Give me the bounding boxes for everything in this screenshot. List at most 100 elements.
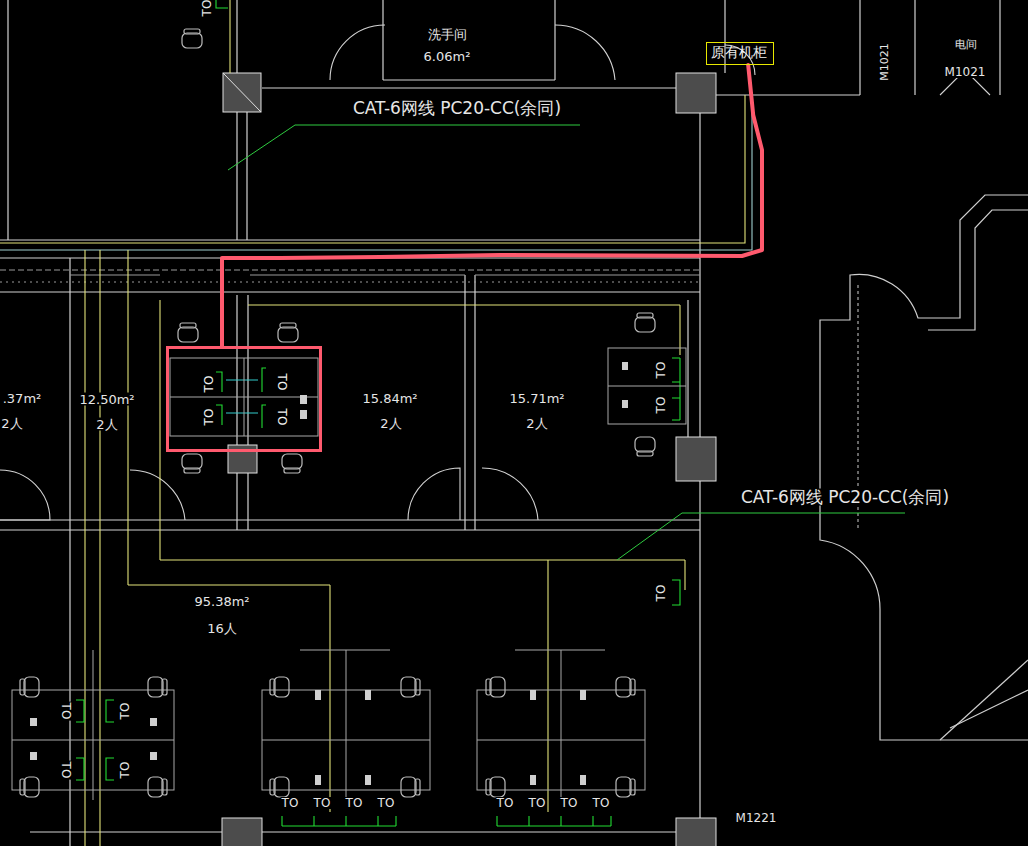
chairs-part bbox=[401, 677, 420, 697]
chairs-part bbox=[616, 777, 635, 797]
cable-routes-part bbox=[684, 560, 685, 590]
desks-part bbox=[477, 740, 645, 741]
desk-items-part bbox=[530, 775, 536, 785]
area-value: 12.50m² bbox=[78, 393, 135, 406]
ceiling-band-part bbox=[0, 270, 700, 271]
chairs-part bbox=[282, 454, 302, 473]
chairs-part bbox=[635, 437, 655, 456]
wall-lines-part bbox=[699, 481, 700, 818]
cable-routes-part bbox=[547, 560, 548, 812]
wall-lines-part bbox=[914, 0, 915, 95]
leader-lines-part bbox=[228, 125, 580, 170]
chairs-part bbox=[635, 313, 655, 332]
room-name: 洗手间 bbox=[427, 28, 468, 41]
desk-items-part bbox=[622, 400, 628, 408]
wall-lines-part bbox=[554, 0, 555, 80]
outlet-label: TO bbox=[528, 797, 547, 809]
desks-part bbox=[608, 348, 686, 424]
ceiling-band-part bbox=[475, 275, 700, 276]
outlet-label: TO bbox=[203, 409, 215, 426]
desk-items-part bbox=[365, 775, 371, 785]
cable-routes-part bbox=[128, 584, 330, 585]
door-arcs bbox=[0, 25, 990, 520]
wall-lines-part bbox=[262, 87, 676, 88]
outlet-brackets-part bbox=[216, 0, 228, 8]
wall-lines-part bbox=[724, 0, 725, 73]
wall-lines-part bbox=[474, 275, 475, 530]
wall-lines-part bbox=[236, 0, 237, 240]
outlet-label: TO bbox=[655, 361, 667, 380]
outlet-label: TO bbox=[345, 797, 364, 809]
desk-items-part bbox=[315, 690, 321, 700]
wall-lines bbox=[0, 0, 1000, 846]
door-arcs-part bbox=[130, 470, 185, 520]
outlet-label: TO bbox=[276, 374, 288, 391]
chairs-part bbox=[486, 777, 505, 797]
occupancy: 2人 bbox=[525, 417, 548, 430]
outlet-label: TO bbox=[201, 0, 213, 17]
door-code: M1221 bbox=[735, 812, 778, 824]
chairs-part bbox=[616, 677, 635, 697]
area-value: 95.38m² bbox=[193, 595, 250, 608]
desk-items-part bbox=[530, 690, 536, 700]
wall-lines-part bbox=[859, 0, 860, 95]
area-value: 15.84m² bbox=[361, 392, 418, 405]
door-arcs-part bbox=[330, 25, 385, 80]
cable-routes-part bbox=[248, 304, 680, 305]
chairs-part bbox=[148, 777, 167, 797]
cable-routes-part bbox=[99, 250, 100, 846]
wall-lines-part bbox=[383, 79, 555, 80]
wall-lines-part bbox=[0, 529, 700, 530]
occupancy: 2人 bbox=[0, 417, 23, 430]
occupancy: 2人 bbox=[379, 417, 402, 430]
outlet-label: TO bbox=[281, 797, 300, 809]
desks-part bbox=[12, 740, 174, 741]
desk-items-part bbox=[300, 410, 307, 419]
columns-part bbox=[676, 73, 716, 113]
door-arcs-part bbox=[482, 468, 538, 520]
outlet-brackets-part bbox=[497, 816, 611, 826]
columns-part bbox=[676, 437, 716, 481]
wall-lines-part bbox=[382, 0, 383, 80]
desks-part bbox=[262, 740, 430, 741]
door-code: M1021 bbox=[879, 42, 890, 82]
building-outline-part bbox=[928, 210, 1028, 330]
desk-items-part bbox=[580, 775, 586, 785]
outlet-label: TO bbox=[655, 584, 667, 603]
node-label: 原有机柜 bbox=[711, 45, 769, 60]
chairs-part bbox=[148, 677, 167, 697]
chairs-part bbox=[182, 29, 202, 48]
chairs-part bbox=[270, 677, 289, 697]
desk-items-part bbox=[30, 718, 37, 726]
wall-lines-part bbox=[716, 94, 860, 95]
wall-lines-part bbox=[246, 112, 247, 240]
occupancy: 16人 bbox=[206, 622, 238, 635]
door-arcs-part bbox=[0, 470, 50, 520]
chairs-part bbox=[486, 677, 505, 697]
building-outline bbox=[820, 195, 1028, 740]
desk-items-part bbox=[300, 395, 307, 404]
columns-part bbox=[223, 73, 261, 112]
occupancy: 2人 bbox=[95, 418, 118, 431]
cable-routes-part bbox=[0, 95, 745, 243]
desk-items-part bbox=[30, 752, 37, 760]
desks-part bbox=[608, 386, 686, 387]
ceiling-band-part bbox=[250, 275, 465, 276]
outlet-label: TO bbox=[276, 409, 288, 426]
building-outline-part bbox=[940, 660, 1028, 740]
building-outline-part bbox=[950, 690, 1028, 728]
chairs-part bbox=[20, 677, 39, 697]
outlet-brackets-part bbox=[216, 368, 266, 428]
chairs-part bbox=[270, 777, 289, 797]
columns-part bbox=[676, 818, 716, 846]
columns-part bbox=[223, 73, 261, 112]
desks bbox=[12, 0, 686, 800]
cable-routes-part bbox=[229, 0, 230, 73]
desk-items-part bbox=[315, 775, 321, 785]
area-value: 15.71m² bbox=[508, 392, 565, 405]
cable-routes-part bbox=[127, 250, 128, 585]
cable-routes-part bbox=[0, 95, 752, 250]
desks-part bbox=[300, 650, 390, 651]
outlet-label: TO bbox=[592, 797, 611, 809]
